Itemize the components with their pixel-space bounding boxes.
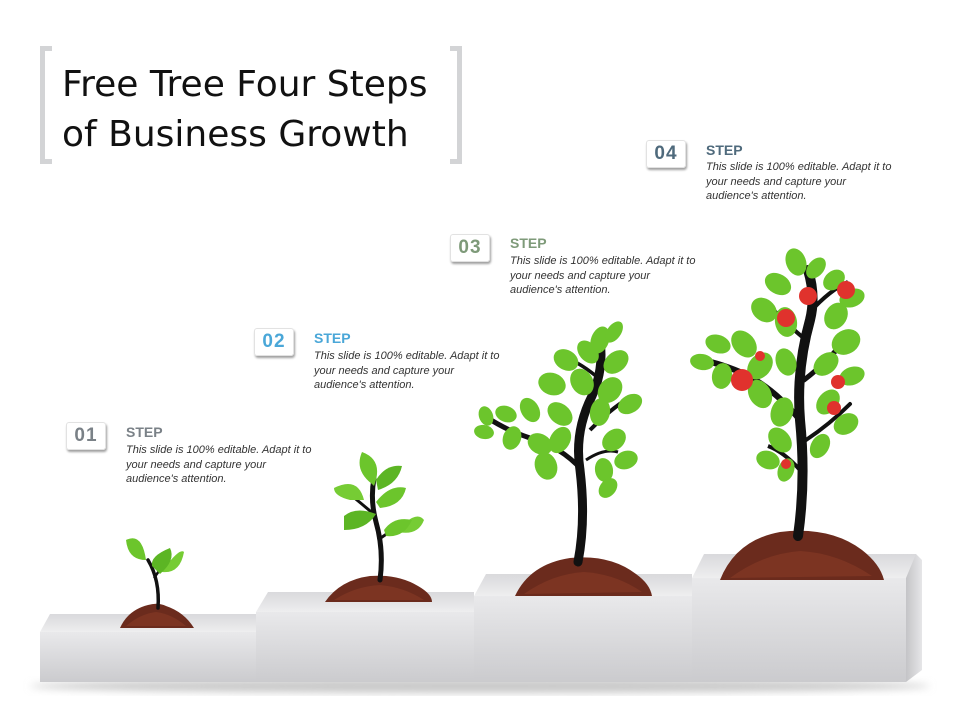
step-1-number-badge: 01 xyxy=(66,422,106,450)
page-title: Free Tree Four Steps of Business Growth xyxy=(62,64,428,155)
fruit-apples xyxy=(731,281,855,469)
step-3-number-badge: 03 xyxy=(450,234,490,262)
step-3-description: This slide is 100% editable. Adapt it to… xyxy=(510,255,696,296)
ground-shadow xyxy=(30,679,930,693)
platform-2 xyxy=(256,592,474,682)
step-4-number-badge: 04 xyxy=(646,140,686,168)
tree-sprout xyxy=(120,538,194,628)
tree-young xyxy=(325,452,432,602)
tree-fruit xyxy=(690,248,884,580)
step-2-description: This slide is 100% editable. Adapt it to… xyxy=(314,350,500,391)
step-1-label: STEP xyxy=(126,424,163,440)
step-4-description: This slide is 100% editable. Adapt it to… xyxy=(706,161,892,202)
title-frame: Free Tree Four Steps of Business Growth xyxy=(40,46,462,164)
step-1-description: This slide is 100% editable. Adapt it to… xyxy=(126,444,312,485)
step-3-label: STEP xyxy=(510,235,547,251)
title-bracket-right xyxy=(450,46,462,164)
title-bracket-left xyxy=(40,46,52,164)
tree-large xyxy=(474,321,652,596)
step-2-number-badge: 02 xyxy=(254,328,294,356)
step-2-label: STEP xyxy=(314,330,351,346)
step-4-label: STEP xyxy=(706,142,743,158)
